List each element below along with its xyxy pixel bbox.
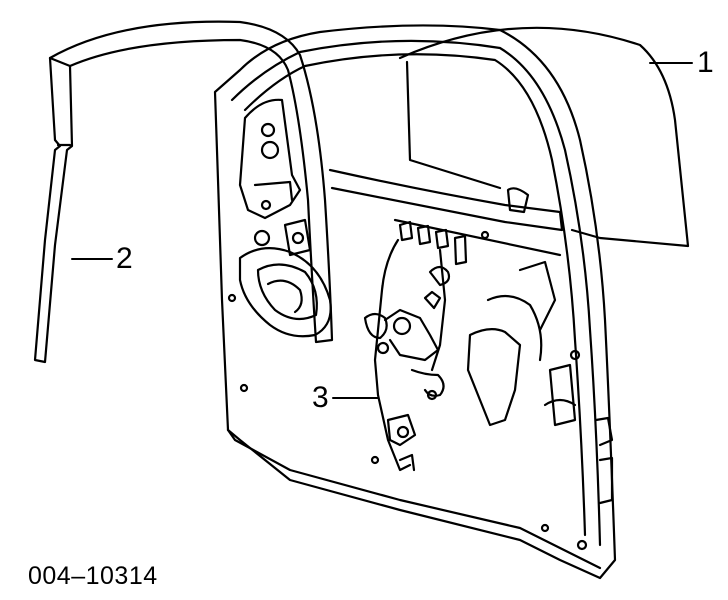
- callout-2: 2: [116, 242, 133, 275]
- glass-run-weatherstrip: [33, 20, 334, 364]
- callout-1: 1: [697, 46, 714, 79]
- diagram-reference-number: 004–10314: [28, 562, 158, 590]
- window-regulator: [363, 220, 468, 472]
- callout-3: 3: [312, 381, 329, 414]
- window-glass: [398, 26, 690, 248]
- door-shell: [213, 24, 617, 580]
- inner-panel: [227, 98, 581, 427]
- leader-lines: [71, 62, 693, 399]
